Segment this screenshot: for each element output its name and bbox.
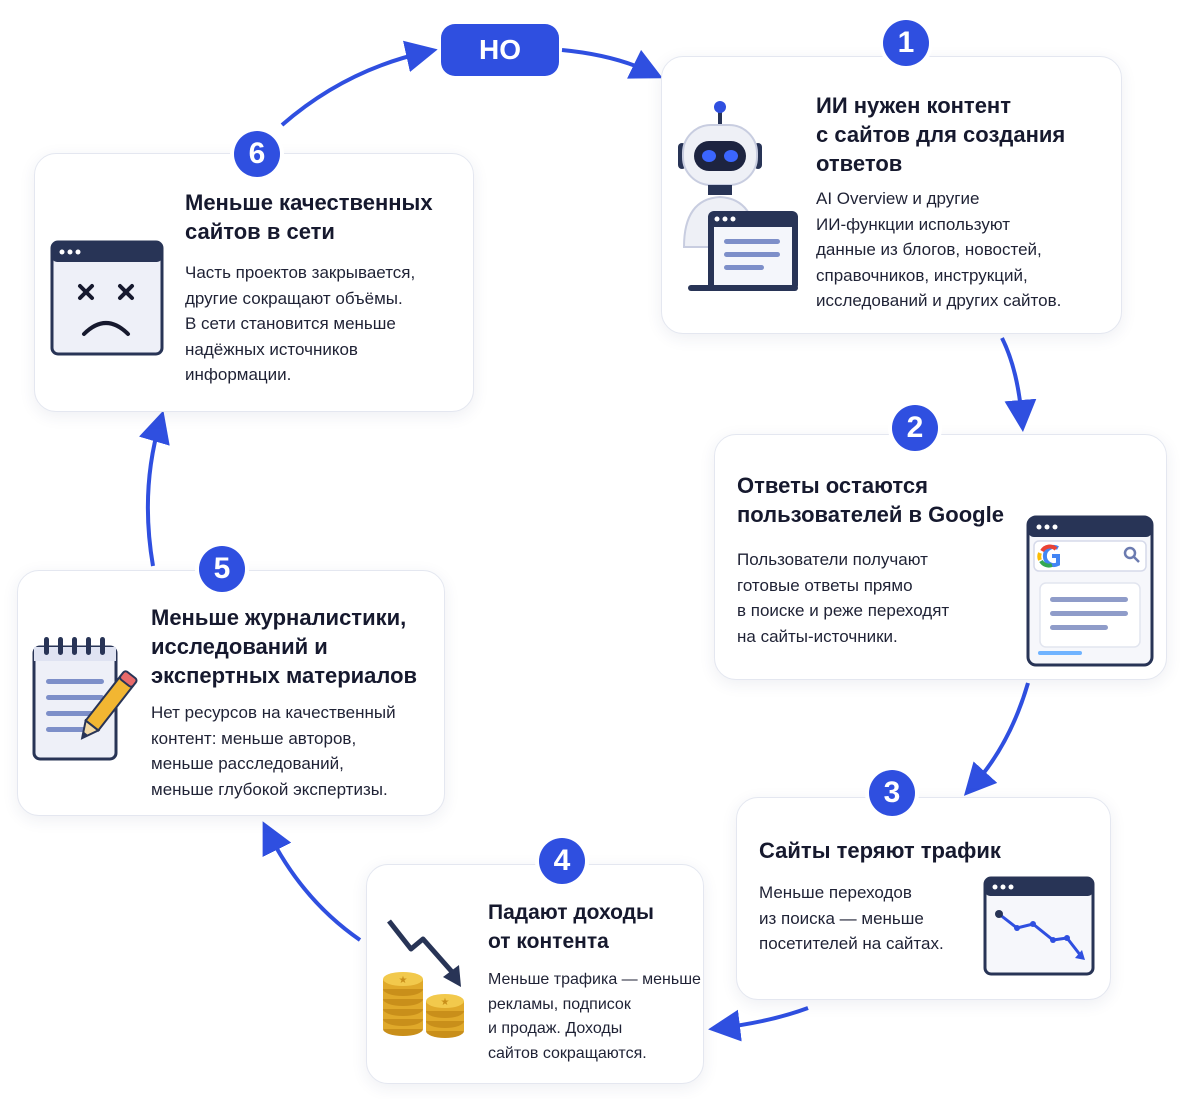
arrow-6-to-no bbox=[280, 40, 438, 127]
arrow-5-to-6 bbox=[139, 410, 170, 567]
coin-stack-large: ★ bbox=[383, 972, 423, 1036]
notepad-pencil-icon bbox=[32, 637, 138, 761]
step-5-badge: 5 bbox=[199, 546, 245, 592]
arrow-4-to-5 bbox=[262, 821, 362, 942]
robot-laptop-icon bbox=[678, 101, 798, 291]
declining-chart-window-icon bbox=[983, 876, 1095, 976]
arrow-1-to-2 bbox=[1000, 337, 1037, 432]
coin-stack-small: ★ bbox=[426, 994, 464, 1038]
google-search-window-icon bbox=[1026, 515, 1154, 667]
svg-text:★: ★ bbox=[399, 975, 408, 986]
step-2-badge: 2 bbox=[892, 405, 938, 451]
step-4-badge: 4 bbox=[539, 838, 585, 884]
step-6-description: Часть проектов закрывается,другие сокращ… bbox=[185, 263, 416, 384]
sad-browser-window-icon bbox=[50, 240, 164, 356]
step-3-badge: 3 bbox=[869, 770, 915, 816]
svg-text:★: ★ bbox=[441, 997, 450, 1008]
no-label: НО bbox=[441, 24, 559, 76]
step-1-badge: 1 bbox=[883, 20, 929, 66]
step-3-title: Сайты теряют трафик bbox=[759, 838, 1001, 863]
arrow-no-to-1 bbox=[561, 48, 663, 79]
arrow-2-to-3 bbox=[963, 682, 1030, 796]
coins-down-arrow-icon: ★ ★ bbox=[383, 919, 464, 1038]
step-6-badge: 6 bbox=[234, 131, 280, 177]
arrow-3-to-4 bbox=[708, 1006, 809, 1042]
